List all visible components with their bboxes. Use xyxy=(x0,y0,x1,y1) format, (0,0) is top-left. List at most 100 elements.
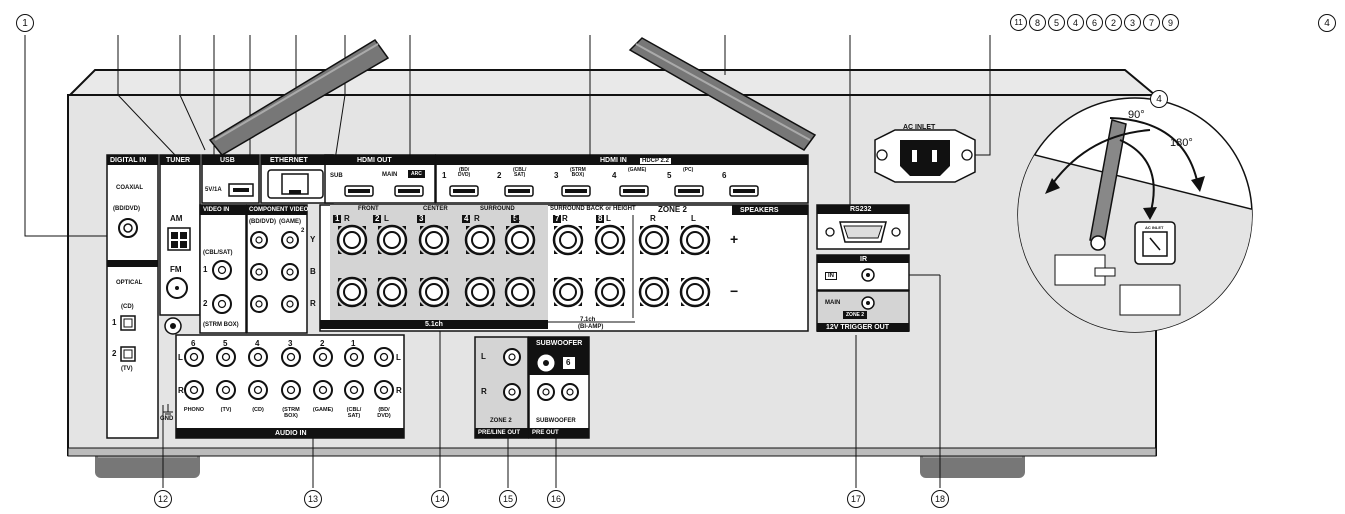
antenna-rotation-inset xyxy=(1017,97,1253,333)
speaker-tag-5: 4 xyxy=(462,214,471,223)
optical-cd-label: (CD) xyxy=(121,304,134,310)
hdmi-in-port-4 xyxy=(619,185,649,197)
speaker-terminal-8-pos xyxy=(638,224,670,256)
speaker-terminal-1-pos xyxy=(336,224,368,256)
speaker-tag-11: 8 xyxy=(596,214,605,223)
tuner-panel xyxy=(159,154,201,335)
hdmi-in-source-1: (BD/ DVD) xyxy=(458,167,471,178)
hdmi-in-panel xyxy=(435,154,809,204)
hdmi-in-port-1 xyxy=(449,185,479,197)
hdmi-in-hdcp-label: HDCP 2.2 xyxy=(640,158,671,164)
callout-1: 1 xyxy=(16,14,34,32)
audio-in-label: AUDIO IN xyxy=(275,430,307,437)
callout-seq-5: 2 xyxy=(1105,14,1122,31)
audio-in-source-6: (BD/ DVD) xyxy=(377,407,391,419)
minus-label: − xyxy=(730,283,739,299)
usb-panel xyxy=(201,154,260,204)
audio-l-left-label: L xyxy=(178,353,183,362)
component-pb-label: B xyxy=(310,267,316,276)
speakers-label: SPEAKERS xyxy=(740,207,779,214)
hdmi-out-main-label: MAIN xyxy=(382,172,398,178)
zone2-preout-panel xyxy=(474,336,529,439)
component-game-label: (GAME) xyxy=(279,219,301,225)
optical-2-label: 2 xyxy=(112,349,117,358)
coaxial-label: COAXIAL xyxy=(116,185,143,191)
speaker-terminal-7-pos xyxy=(594,224,626,256)
audio-in-panel xyxy=(175,334,405,439)
speaker-terminal-2-neg xyxy=(376,276,408,308)
speaker-tag-14: L xyxy=(691,214,696,223)
subwoofer-label: SUBWOOFER xyxy=(536,340,583,347)
speakers-panel xyxy=(319,204,809,332)
component-video-panel xyxy=(246,204,308,334)
audio-in-jack-3-l xyxy=(248,347,268,367)
video-in-label: VIDEO IN xyxy=(203,207,230,213)
ethernet-panel xyxy=(260,154,334,204)
audio-in-source-3: (STRM BOX) xyxy=(282,407,300,419)
pre-out-label: PRE OUT xyxy=(532,430,559,436)
callout-sequence: 11 8 5 4 6 2 3 7 9 xyxy=(1010,14,1179,31)
speaker-terminal-2-pos xyxy=(376,224,408,256)
hdmi-in-source-3: (STRM BOX) xyxy=(570,167,586,178)
callout-15: 15 xyxy=(499,490,517,508)
speaker-tag-2: 2 xyxy=(373,214,382,223)
audio-in-jack-2-l xyxy=(216,347,236,367)
callout-seq-1: 8 xyxy=(1029,14,1046,31)
speaker-terminal-3-neg xyxy=(418,276,450,308)
video-strm-label: (STRM BOX) xyxy=(203,322,239,328)
trigger-out-label: 12V TRIGGER OUT xyxy=(826,324,890,331)
speaker-terminal-9-neg xyxy=(679,276,711,308)
usb-rating-label: 5V/1A xyxy=(205,187,222,193)
speaker-terminal-9-pos xyxy=(679,224,711,256)
ch71-label: 7.1ch xyxy=(580,317,596,323)
audio-in-jack-5-r xyxy=(313,380,333,400)
audio-in-jack-4-l xyxy=(281,347,301,367)
audio-in-jack-7-r xyxy=(374,380,394,400)
speaker-terminal-7-neg xyxy=(594,276,626,308)
inset-angle-180: 180° xyxy=(1170,137,1193,149)
audio-in-jack-2-r xyxy=(216,380,236,400)
center-label: CENTER xyxy=(423,206,448,212)
audio-in-source-0: PHONO xyxy=(183,407,205,413)
hdmi-in-source-2: (CBL/ SAT) xyxy=(513,167,527,178)
audio-l-right-label: L xyxy=(396,353,401,362)
ir-label: IR xyxy=(860,256,867,263)
trigger-zone2-tag: ZONE 2 xyxy=(843,311,868,319)
digital-in-label: DIGITAL IN xyxy=(110,157,147,164)
audio-in-source-1: (TV) xyxy=(220,407,232,413)
component-pr-label: R xyxy=(310,299,316,308)
hdmi-in-label: HDMI IN xyxy=(600,157,627,164)
callout-seq-3: 4 xyxy=(1067,14,1084,31)
speaker-tag-9: 7 xyxy=(553,214,562,223)
hdmi-in-port-5 xyxy=(674,185,704,197)
audio-in-source-2: (CD) xyxy=(252,407,264,413)
video-in-panel xyxy=(199,204,247,334)
audio-in-source-4: (GAME) xyxy=(312,407,334,413)
usb-label: USB xyxy=(220,157,235,164)
callout-seq-4: 6 xyxy=(1086,14,1103,31)
hdmi-in-source-5: (PC) xyxy=(683,167,694,173)
audio-in-number-0: 6 xyxy=(191,339,196,348)
chassis-top xyxy=(67,69,1158,96)
tuner-label: TUNER xyxy=(166,157,191,164)
ac-inlet-panel xyxy=(874,129,976,183)
zone2-preout-label: ZONE 2 xyxy=(490,418,512,424)
speaker-tag-10: R xyxy=(562,214,568,223)
speaker-tag-3: L xyxy=(384,214,389,223)
speaker-terminal-5-neg xyxy=(504,276,536,308)
hdmi-out-panel xyxy=(324,154,436,204)
speaker-tag-12: L xyxy=(606,214,611,223)
callout-12: 12 xyxy=(154,490,172,508)
audio-in-number-5: 1 xyxy=(351,339,356,348)
callout-17: 17 xyxy=(847,490,865,508)
speaker-tag-0: 1 xyxy=(333,214,342,223)
am-label: AM xyxy=(170,214,183,223)
rs232-label: RS232 xyxy=(850,206,872,213)
zone2-speaker-label: ZONE 2 xyxy=(658,205,687,214)
zone2-preout-l-label: L xyxy=(481,352,486,361)
callout-4-top-right: 4 xyxy=(1318,14,1336,32)
speaker-terminal-6-pos xyxy=(552,224,584,256)
hdmi-out-label: HDMI OUT xyxy=(357,157,392,164)
biamp-label: (BI-AMP) xyxy=(578,324,604,330)
